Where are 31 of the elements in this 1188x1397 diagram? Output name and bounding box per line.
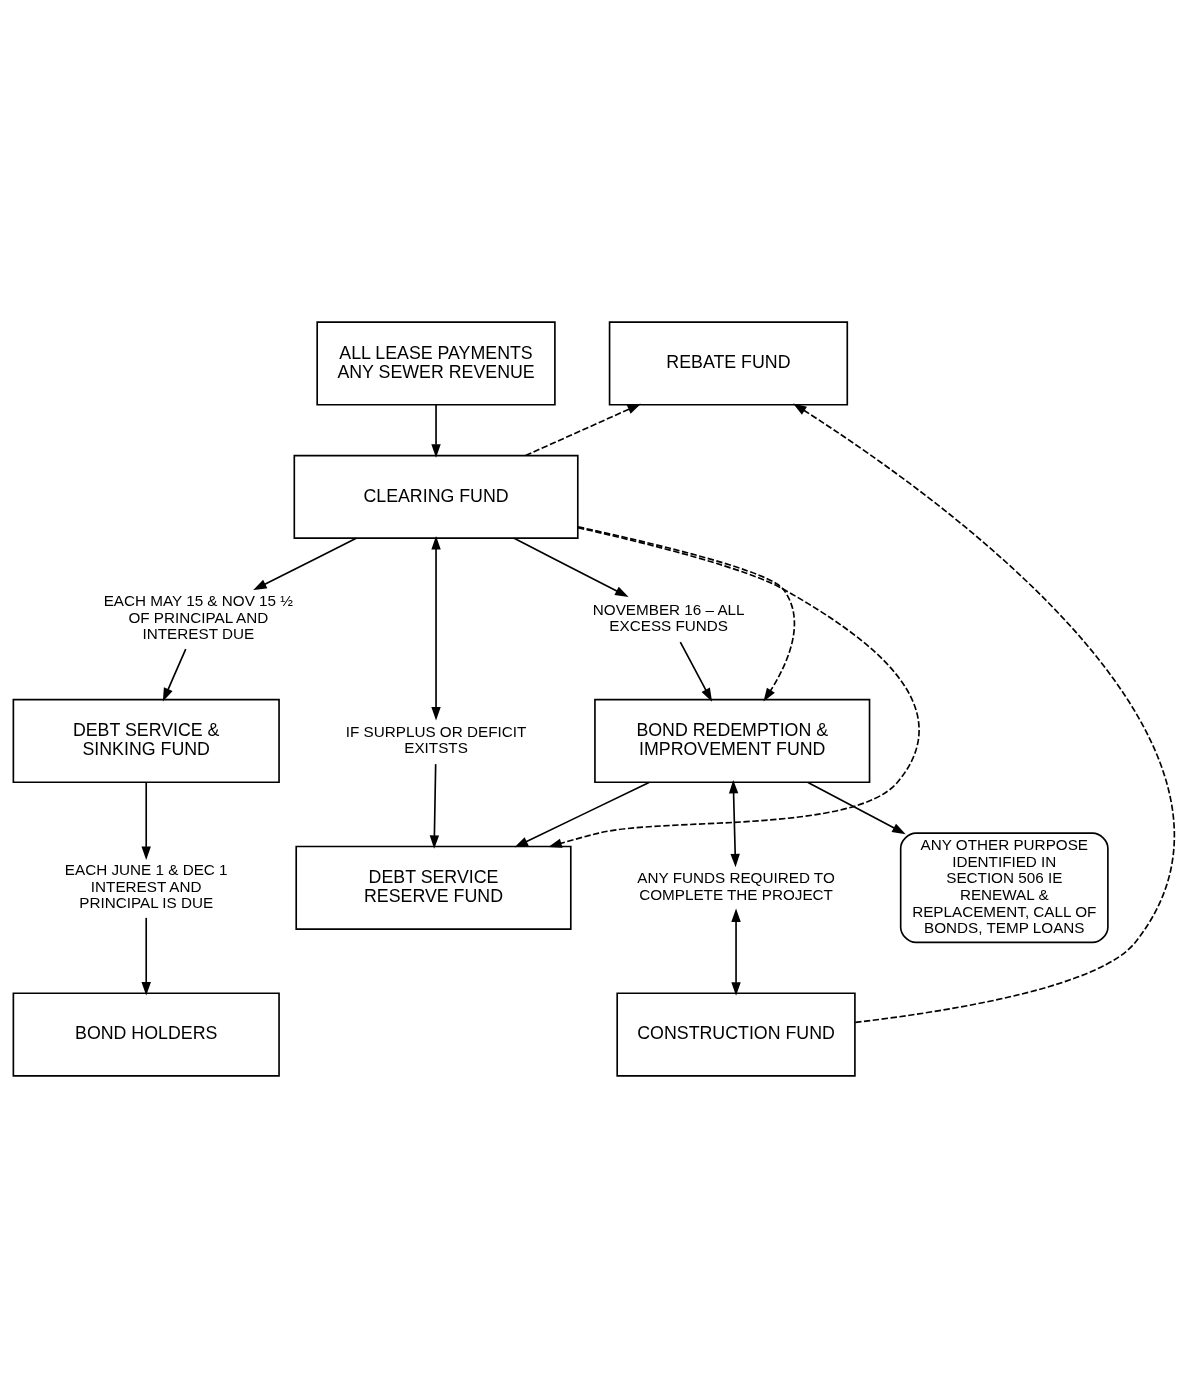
arrow: [731, 907, 741, 996]
arrow: [429, 762, 440, 849]
node-text: NOVEMBER 16 – ALL EXCESS FUNDS: [592, 600, 745, 634]
arrow: [679, 640, 713, 702]
node-box: BOND REDEMPTION & IMPROVEMENT FUND: [594, 698, 871, 783]
node-box: REBATE FUND: [608, 320, 849, 406]
node-box: ALL LEASE PAYMENTS ANY SEWER REVENUE: [316, 320, 556, 406]
node-box: ANY OTHER PURPOSE IDENTIFIED IN SECTION 506 IE RENEWAL & REPLACEMENT, CALL OF BONDS, TEMP LOANS: [899, 831, 1109, 943]
arrow: [513, 536, 629, 597]
node-text: ANY FUNDS REQUIRED TO COMPLETE THE PROJECT: [637, 868, 835, 903]
node-text: EACH JUNE 1 & DEC 1 INTEREST AND PRINCIPAL IS DUE: [64, 860, 228, 911]
arrow: [431, 535, 441, 720]
arrow: [162, 647, 187, 702]
arrow: [253, 536, 358, 590]
arrow: [548, 526, 920, 848]
node-text: IF SURPLUS OR DEFICIT EXITSTS: [345, 722, 527, 756]
node-box: CONSTRUCTION FUND: [616, 991, 856, 1077]
arrow: [577, 525, 796, 702]
node-box: BOND HOLDERS: [12, 991, 280, 1077]
node-box: CLEARING FUND: [293, 454, 579, 539]
arrow: [141, 916, 151, 996]
node-box: DEBT SERVICE & SINKING FUND: [12, 698, 280, 783]
arrow: [807, 781, 906, 834]
arrow: [514, 781, 650, 847]
node-text: EACH MAY 15 & NOV 15 ½ OF PRINCIPAL AND INTEREST DUE: [103, 591, 293, 642]
arrow: [793, 402, 1175, 1023]
node-box: DEBT SERVICE RESERVE FUND: [295, 845, 572, 930]
arrow: [431, 403, 441, 458]
arrow: [728, 779, 740, 867]
arrow: [524, 403, 641, 456]
arrow: [141, 781, 151, 860]
